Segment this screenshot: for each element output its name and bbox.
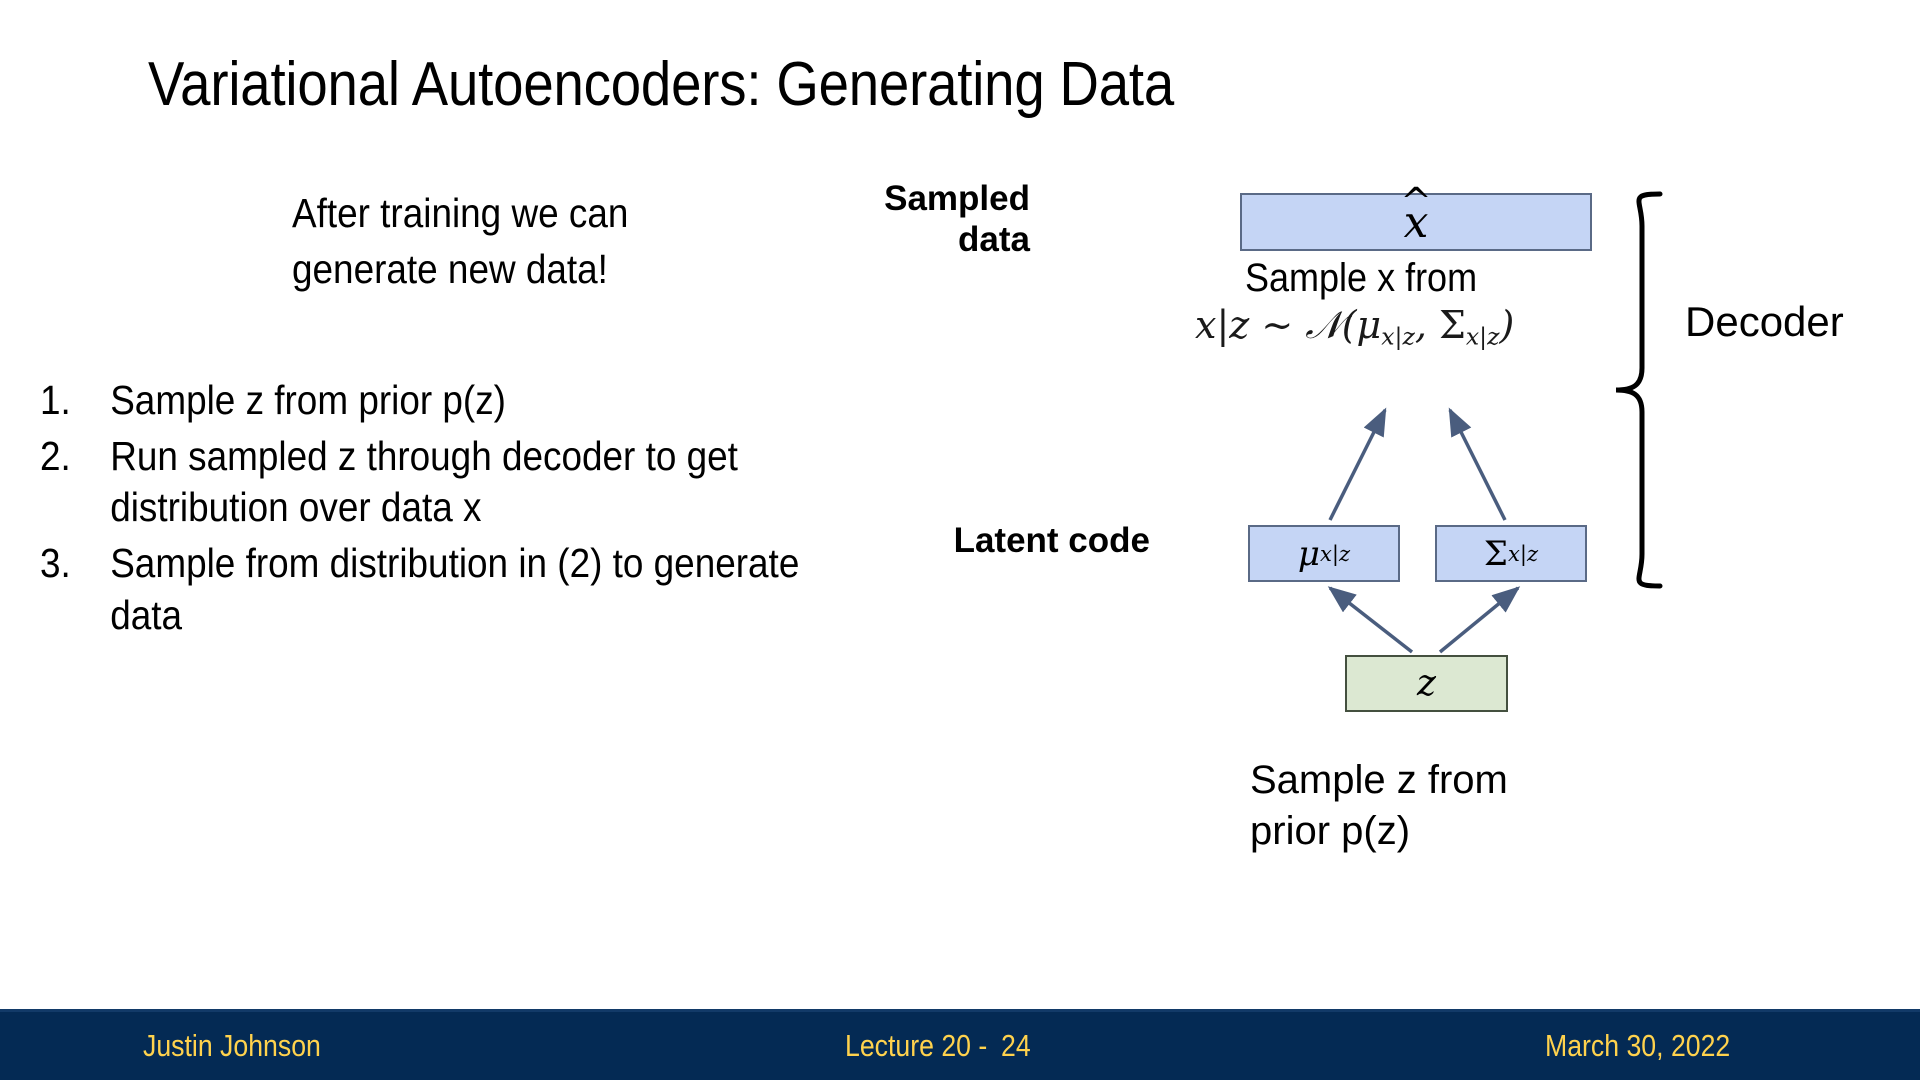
footer-lecture-label: Lecture 20 - xyxy=(845,1028,988,1063)
steps-list: 1. Sample z from prior p(z) 2. Run sampl… xyxy=(40,375,841,645)
mu-subscript: x|z xyxy=(1320,541,1351,566)
list-item: 3. Sample from distribution in (2) to ge… xyxy=(40,538,841,641)
intro-paragraph: After training we can generate new data! xyxy=(292,190,629,293)
vae-decoder-diagram: Sampled data Latent code x^ Sample x fro… xyxy=(884,170,1920,900)
list-item-number: 1. xyxy=(40,377,71,423)
box-x-hat: x^ xyxy=(1240,179,1592,251)
footer-lecture-number: 24 xyxy=(1001,1028,1031,1063)
box-z: z xyxy=(1345,655,1508,712)
sigma-subscript: x|z xyxy=(1507,541,1539,566)
list-item: 1. Sample z from prior p(z) xyxy=(40,375,841,427)
x-hat-symbol: x^ xyxy=(1400,179,1431,248)
decoder-brace xyxy=(1615,191,1663,589)
footer-author: Justin Johnson xyxy=(143,1028,321,1063)
list-item-text: Sample from distribution in (2) to gener… xyxy=(110,539,800,638)
z-symbol: z xyxy=(1417,663,1436,704)
conditional-distribution-formula: x|z ∼ 𝒩(μx|z, Σx|z) xyxy=(1195,303,1515,351)
sigma-symbol: Σ xyxy=(1483,533,1508,574)
list-item-text: Sample z from prior p(z) xyxy=(110,377,506,423)
list-item: 2. Run sampled z through decoder to get … xyxy=(40,431,841,534)
mu-symbol: μ xyxy=(1297,533,1320,574)
hat-accent: ^ xyxy=(1400,179,1432,224)
footer-lecture: Lecture 20 - 24 xyxy=(845,1028,1031,1064)
sampled-data-label: Sampled data xyxy=(884,179,1030,260)
footer-date: March 30, 2022 xyxy=(1545,1028,1731,1063)
list-item-text: Run sampled z through decoder to get dis… xyxy=(110,432,738,531)
slide-footer: Justin Johnson Lecture 20 - 24 March 30, … xyxy=(0,1009,1920,1080)
latent-code-label: Latent code xyxy=(953,521,1150,560)
decoder-label: Decoder xyxy=(1685,298,1844,345)
page-title: Variational Autoencoders: Generating Dat… xyxy=(148,50,1175,119)
list-item-number: 2. xyxy=(40,432,71,479)
sample-x-caption: Sample x from xyxy=(1245,256,1478,300)
sample-z-caption: Sample z from prior p(z) xyxy=(1250,758,1508,854)
x-symbol: x xyxy=(1403,196,1429,248)
list-item-number: 3. xyxy=(40,539,71,586)
